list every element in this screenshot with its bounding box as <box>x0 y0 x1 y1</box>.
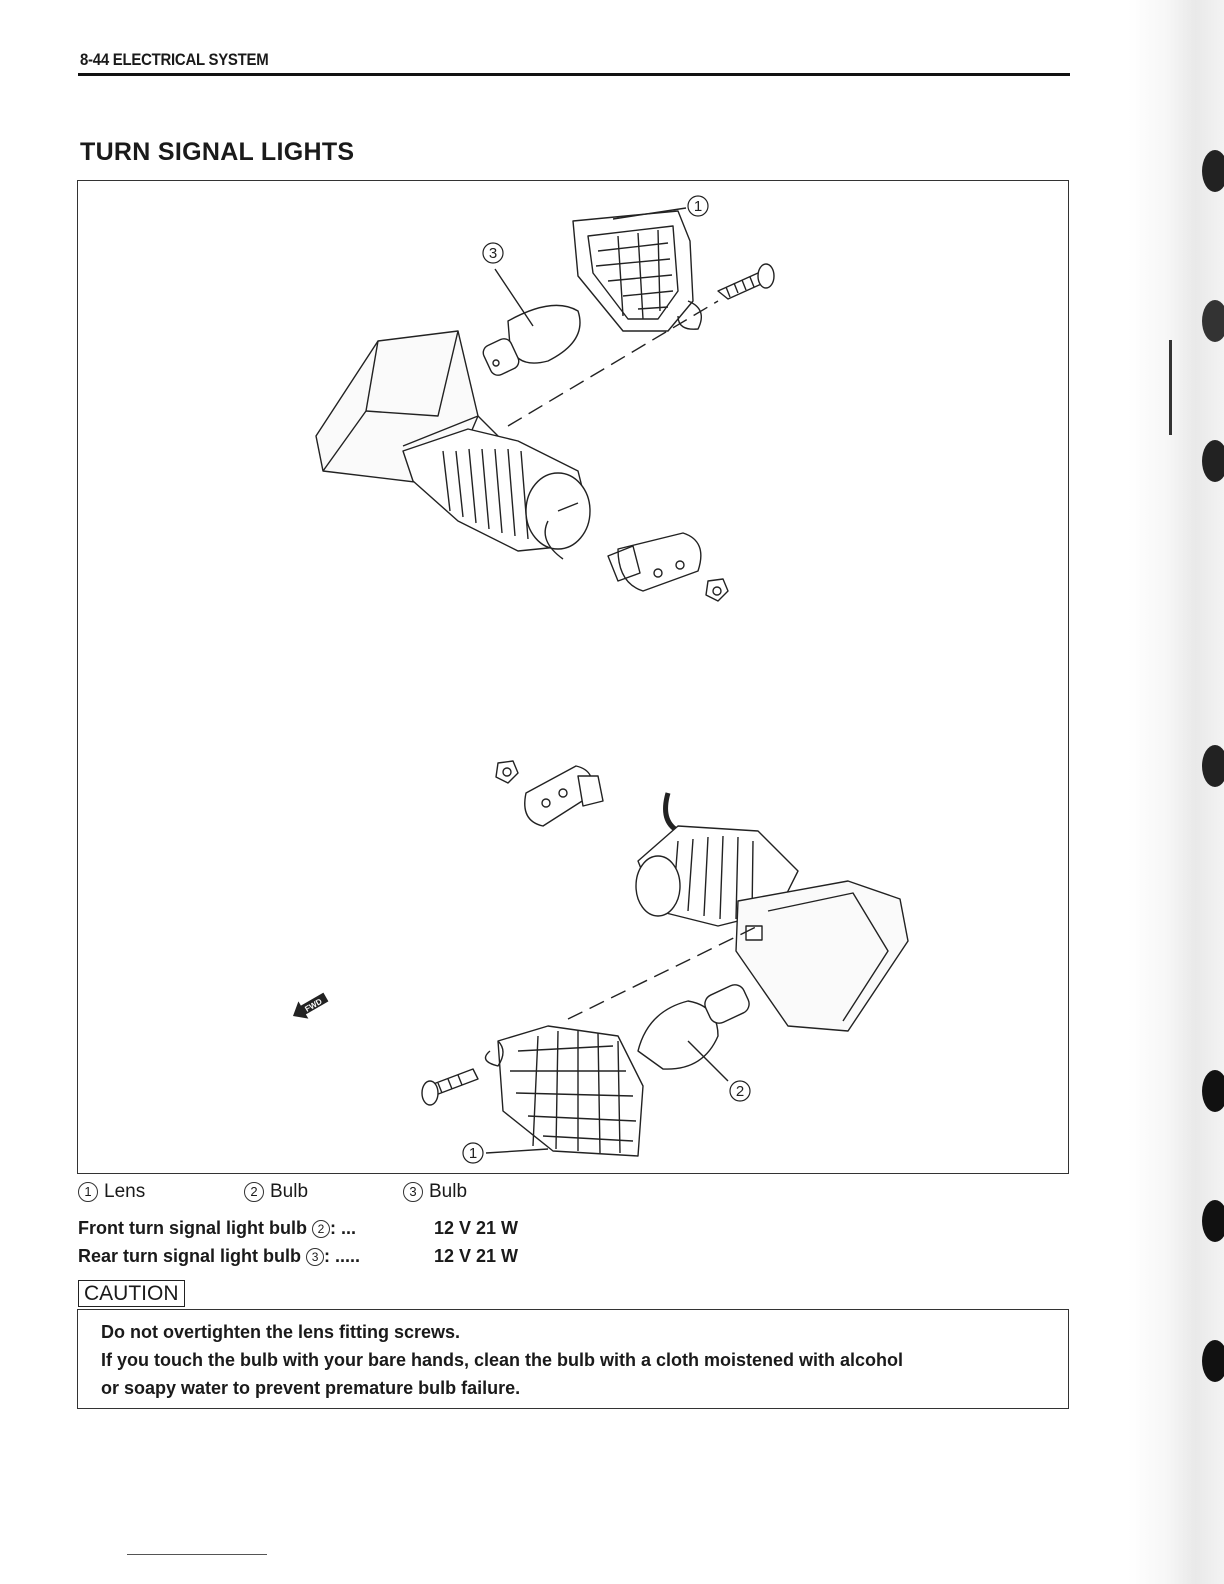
legend-item-bulb-front: 2 Bulb <box>244 1181 308 1203</box>
legend-num: 1 <box>78 1182 98 1202</box>
spec-rear: Rear turn signal light bulb 3: ..... <box>78 1246 360 1267</box>
callout-lens-upper: 1 <box>687 195 709 217</box>
footer-rule <box>127 1554 267 1555</box>
fwd-arrow: FWD <box>293 992 329 1019</box>
svg-text:3: 3 <box>489 245 497 262</box>
svg-text:1: 1 <box>469 1145 477 1162</box>
binder-hole <box>1202 745 1224 787</box>
legend-item-lens: 1 Lens <box>78 1181 145 1203</box>
section-header: 8-44 ELECTRICAL SYSTEM <box>80 50 269 69</box>
lower-nut-plate <box>524 765 604 827</box>
spec-front: Front turn signal light bulb 2: ... <box>78 1218 356 1239</box>
binder-edge <box>1128 0 1224 1584</box>
binder-hole <box>1202 1200 1224 1242</box>
spec-num: 2 <box>311 1220 330 1238</box>
lower-bulb <box>637 984 750 1070</box>
callout-bulb-lower: 2 <box>729 1080 751 1102</box>
upper-nut-plate <box>607 532 729 602</box>
page-title: TURN SIGNAL LIGHTS <box>80 138 355 166</box>
upper-lens <box>572 210 702 332</box>
spec-dots: : ..... <box>324 1246 361 1266</box>
legend-num: 2 <box>244 1182 264 1202</box>
caution-box <box>77 1309 1069 1409</box>
spec-num: 3 <box>306 1248 325 1266</box>
spec-front-value: 12 V 21 W <box>434 1218 519 1238</box>
upper-stay <box>402 428 591 560</box>
spec-rear-value: 12 V 21 W <box>434 1246 519 1266</box>
spec-label: Rear turn signal light bulb <box>78 1246 302 1266</box>
caution-line-3: or soapy water to prevent premature bulb… <box>101 1378 521 1398</box>
binder-hole <box>1202 1340 1224 1382</box>
spec-label: Front turn signal light bulb <box>78 1218 307 1238</box>
binder-hole <box>1202 300 1224 342</box>
binder-hole <box>1202 440 1224 482</box>
legend-label: Bulb <box>429 1181 468 1202</box>
lower-lens <box>484 1025 644 1157</box>
legend-num: 3 <box>403 1182 423 1202</box>
lower-housing <box>735 880 909 1032</box>
binder-hole <box>1202 150 1224 192</box>
lower-screw <box>421 1068 479 1106</box>
callout-bulb-upper: 3 <box>482 242 504 264</box>
legend-label: Lens <box>104 1181 146 1202</box>
header-rule <box>78 73 1070 76</box>
callout-lens-lower: 1 <box>462 1142 484 1164</box>
exploded-diagram: FWD 1 3 2 1 <box>77 180 1069 1174</box>
legend-label: Bulb <box>270 1181 309 1202</box>
caution-line-2: If you touch the bulb with your bare han… <box>101 1350 904 1370</box>
caution-line-1: Do not overtighten the lens fitting scre… <box>101 1322 461 1342</box>
upper-bulb <box>482 304 581 376</box>
legend-item-bulb-rear: 3 Bulb <box>403 1181 467 1203</box>
binder-hole <box>1202 1070 1224 1112</box>
upper-screw <box>717 263 775 300</box>
svg-text:1: 1 <box>694 198 702 215</box>
binder-mark <box>1169 340 1172 435</box>
spec-dots: : ... <box>329 1218 356 1238</box>
caution-label: CAUTION <box>78 1280 185 1307</box>
svg-text:2: 2 <box>736 1083 744 1100</box>
